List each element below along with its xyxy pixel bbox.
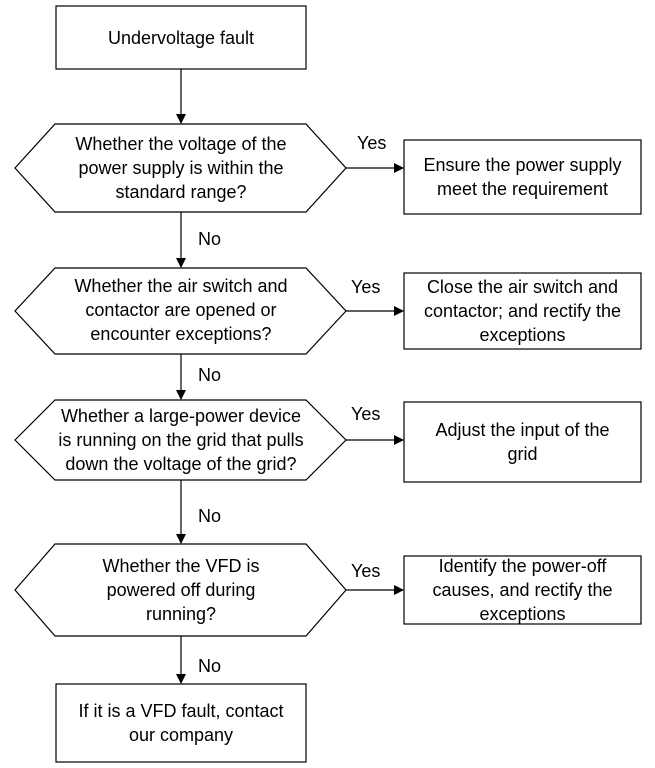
yes-label-1: Yes	[357, 133, 387, 153]
decision-label-2: Whether the air switch and contactor are…	[74, 276, 288, 344]
decision-label-1: Whether the voltage of the power supply …	[75, 134, 287, 202]
end-box	[55, 683, 307, 763]
action-label-4: Identify the power-off causes, and recti…	[432, 556, 613, 624]
no-label-4: No	[198, 656, 222, 676]
decision-shape-4	[14, 543, 347, 637]
yes-label-3: Yes	[351, 404, 381, 424]
action-box-2	[403, 272, 642, 350]
decision-label-4: Whether the VFD is powered off during ru…	[102, 556, 260, 624]
end-label: If it is a VFD fault, contact our compan…	[78, 701, 284, 745]
action-label-1: Ensure the power supply meet the require…	[423, 155, 622, 199]
no-label-2: No	[198, 365, 222, 385]
yes-label-2: Yes	[351, 277, 381, 297]
no-label-3: No	[198, 506, 222, 526]
decision-label-3: Whether a large-power device is running …	[58, 406, 304, 474]
yes-label-4: Yes	[351, 561, 381, 581]
start-box	[55, 5, 307, 70]
action-box-3	[403, 401, 642, 483]
action-label-3: Adjust the input of the grid	[435, 420, 610, 464]
action-box-1	[403, 139, 642, 215]
no-label-1: No	[198, 229, 222, 249]
decision-shape-3	[14, 399, 347, 481]
start-label: Undervoltage fault	[107, 27, 255, 48]
action-box-4	[403, 555, 642, 625]
action-label-2: Close the air switch and contactor; and …	[423, 277, 622, 345]
decision-shape-1	[14, 123, 347, 213]
decision-shape-2	[14, 267, 347, 355]
